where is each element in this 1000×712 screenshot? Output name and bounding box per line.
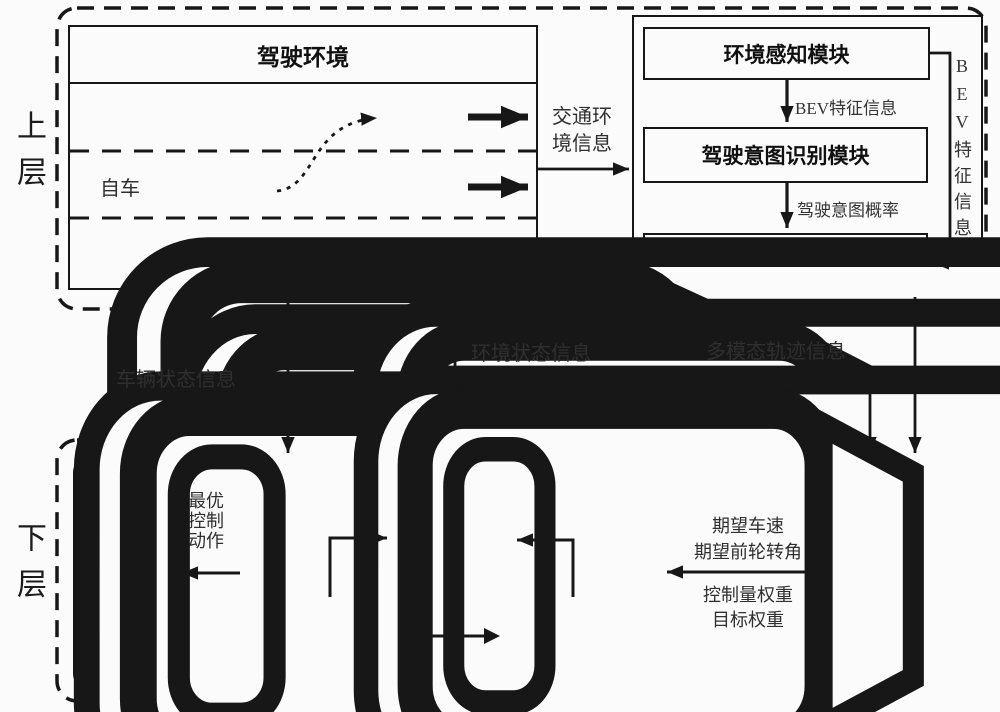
perception-module-box: 环境感知模块 bbox=[643, 27, 930, 80]
traffic-env-info-label: 交通环境信息 bbox=[552, 106, 612, 155]
dynamic-optimization-box: 动态优化 bbox=[392, 502, 513, 580]
desired-speed-label: 期望车速 bbox=[712, 516, 784, 536]
env-state-info-label: 环境状态信息 bbox=[471, 343, 591, 365]
ego-vehicle-label: 自车 bbox=[100, 178, 140, 200]
drl-decision-module-box: DRL决策 模块 bbox=[820, 457, 967, 688]
upper-layer-label: 上层 bbox=[12, 110, 45, 202]
bev-feature-info-label: BEV特征信息 bbox=[795, 99, 897, 118]
autonomous-vehicle-box: 自动驾驶车辆 bbox=[73, 458, 177, 688]
drl-label-line1: DRL决策 bbox=[842, 539, 945, 567]
bev-feature-info-side-label: BEV特征信息 bbox=[952, 56, 972, 244]
arrow-env-state bbox=[453, 290, 877, 453]
optimization-problem-box: 优化问题构建 bbox=[258, 597, 400, 675]
driving-environment-title: 驾驶环境 bbox=[70, 27, 536, 84]
mpc-module-title: MPC模块 bbox=[402, 469, 501, 495]
driving-environment-box: 驾驶环境 bbox=[68, 25, 538, 290]
intent-probability-label: 驾驶意图概率 bbox=[797, 201, 899, 220]
control-weight-label: 控制量权重 bbox=[703, 585, 793, 605]
target-weight-label: 目标权重 bbox=[712, 610, 784, 630]
optimal-control-action-label: 最优控制动作 bbox=[188, 491, 224, 551]
multimodal-traj-info-label: 多模态轨迹信息 bbox=[706, 341, 846, 363]
lower-layer-label: 下层 bbox=[12, 522, 45, 614]
optimization-problem-label: 优化问题构建 bbox=[287, 608, 371, 663]
vehicle-state-info-label: 车辆状态信息 bbox=[116, 369, 236, 391]
desired-steer-label: 期望前轮转角 bbox=[694, 542, 802, 562]
trajectory-prediction-module-box: 多模态轨迹预测模块 bbox=[643, 233, 928, 288]
drl-label-line2: 模块 bbox=[868, 576, 919, 605]
intention-recognition-module-box: 驾驶意图识别模块 bbox=[643, 127, 928, 183]
prediction-model-box: 预测模型 bbox=[502, 597, 650, 675]
autonomous-vehicle-label: 自动驾驶车辆 bbox=[98, 517, 151, 629]
